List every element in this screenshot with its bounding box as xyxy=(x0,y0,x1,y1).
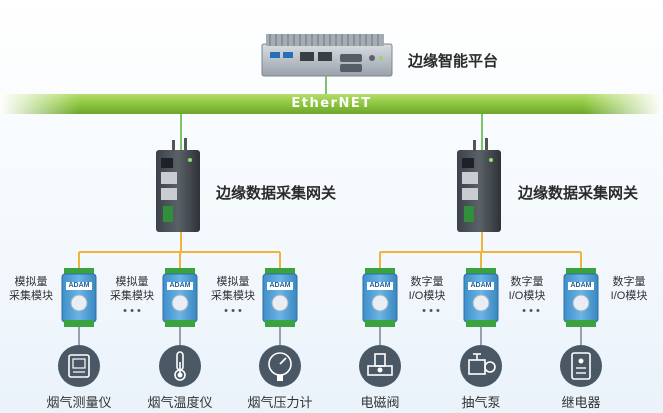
module-brand-2: ADAM xyxy=(169,282,191,289)
module-brand-1: ADAM xyxy=(68,282,90,289)
device-links xyxy=(78,326,582,345)
module-label-5: 数字量 I/O模块 xyxy=(508,276,546,302)
module-label-2: 模拟量 采集模块 xyxy=(110,276,154,302)
device-label-5: 抽气泵 xyxy=(461,395,501,410)
edge-platform-device xyxy=(261,34,393,77)
ethernet-network-bar xyxy=(0,94,663,114)
io-module-6 xyxy=(563,268,599,327)
solenoid-valve-icon xyxy=(359,345,401,387)
gateway-label-right: 边缘数据采集网关 xyxy=(518,185,639,202)
ellipsis-2: • • • xyxy=(224,305,242,317)
module-brand-5: ADAM xyxy=(470,282,492,289)
gateway-device-right xyxy=(457,138,501,232)
module-brand-3: ADAM xyxy=(269,282,291,289)
module-label-3: 模拟量 采集模块 xyxy=(211,276,255,302)
module-label-6: 数字量 I/O模块 xyxy=(610,276,648,302)
bus-lines-right xyxy=(379,232,582,270)
module-label-4: 数字量 I/O模块 xyxy=(408,276,446,302)
device-label-4: 电磁阀 xyxy=(360,395,400,410)
gateway-device-left xyxy=(156,138,200,232)
ellipsis-4: • • • xyxy=(522,305,540,317)
device-label-1: 烟气测量仪 xyxy=(46,395,112,410)
module-label-1: 模拟量 采集模块 xyxy=(9,276,53,302)
device-label-3: 烟气压力计 xyxy=(247,395,313,410)
bus-lines-left xyxy=(78,232,281,270)
measuring-instrument-icon xyxy=(58,345,100,387)
platform-label: 边缘智能平台 xyxy=(408,53,499,70)
io-module-5 xyxy=(463,268,499,327)
module-brand-6: ADAM xyxy=(570,282,592,289)
io-module-3 xyxy=(262,268,298,327)
io-module-1 xyxy=(61,268,97,327)
device-label-6: 继电器 xyxy=(561,395,601,410)
thermometer-icon xyxy=(159,345,201,387)
gateway-label-left: 边缘数据采集网关 xyxy=(216,185,337,202)
relay-icon xyxy=(560,345,602,387)
module-brand-4: ADAM xyxy=(369,282,391,289)
heatsink-fins xyxy=(266,34,384,46)
network-label: EtherNET xyxy=(291,96,372,111)
ellipsis-3: • • • xyxy=(422,305,440,317)
io-module-4 xyxy=(362,268,398,327)
pump-icon xyxy=(460,345,502,387)
device-label-2: 烟气温度仪 xyxy=(147,395,213,410)
ellipsis-1: • • • xyxy=(123,305,141,317)
pressure-gauge-icon xyxy=(259,345,301,387)
io-module-2 xyxy=(162,268,198,327)
